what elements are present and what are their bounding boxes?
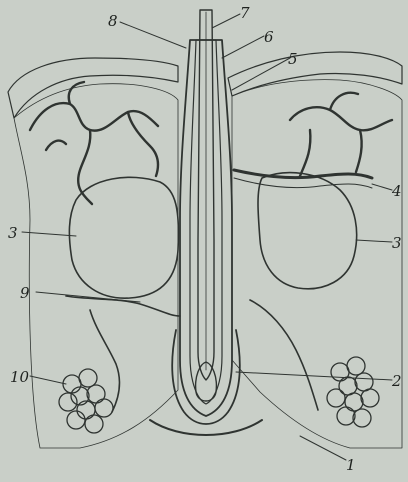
label-6: 6 xyxy=(264,28,274,46)
label-5: 5 xyxy=(288,50,298,68)
label-8: 8 xyxy=(108,12,118,30)
label-2: 2 xyxy=(391,372,402,390)
label-9: 9 xyxy=(20,284,30,302)
label-3-left: 3 xyxy=(8,224,18,242)
label-7: 7 xyxy=(240,4,250,22)
label-1: 1 xyxy=(346,456,356,474)
label-3-right: 3 xyxy=(392,234,402,252)
label-4: 4 xyxy=(391,182,402,200)
label-10: 10 xyxy=(10,368,30,386)
